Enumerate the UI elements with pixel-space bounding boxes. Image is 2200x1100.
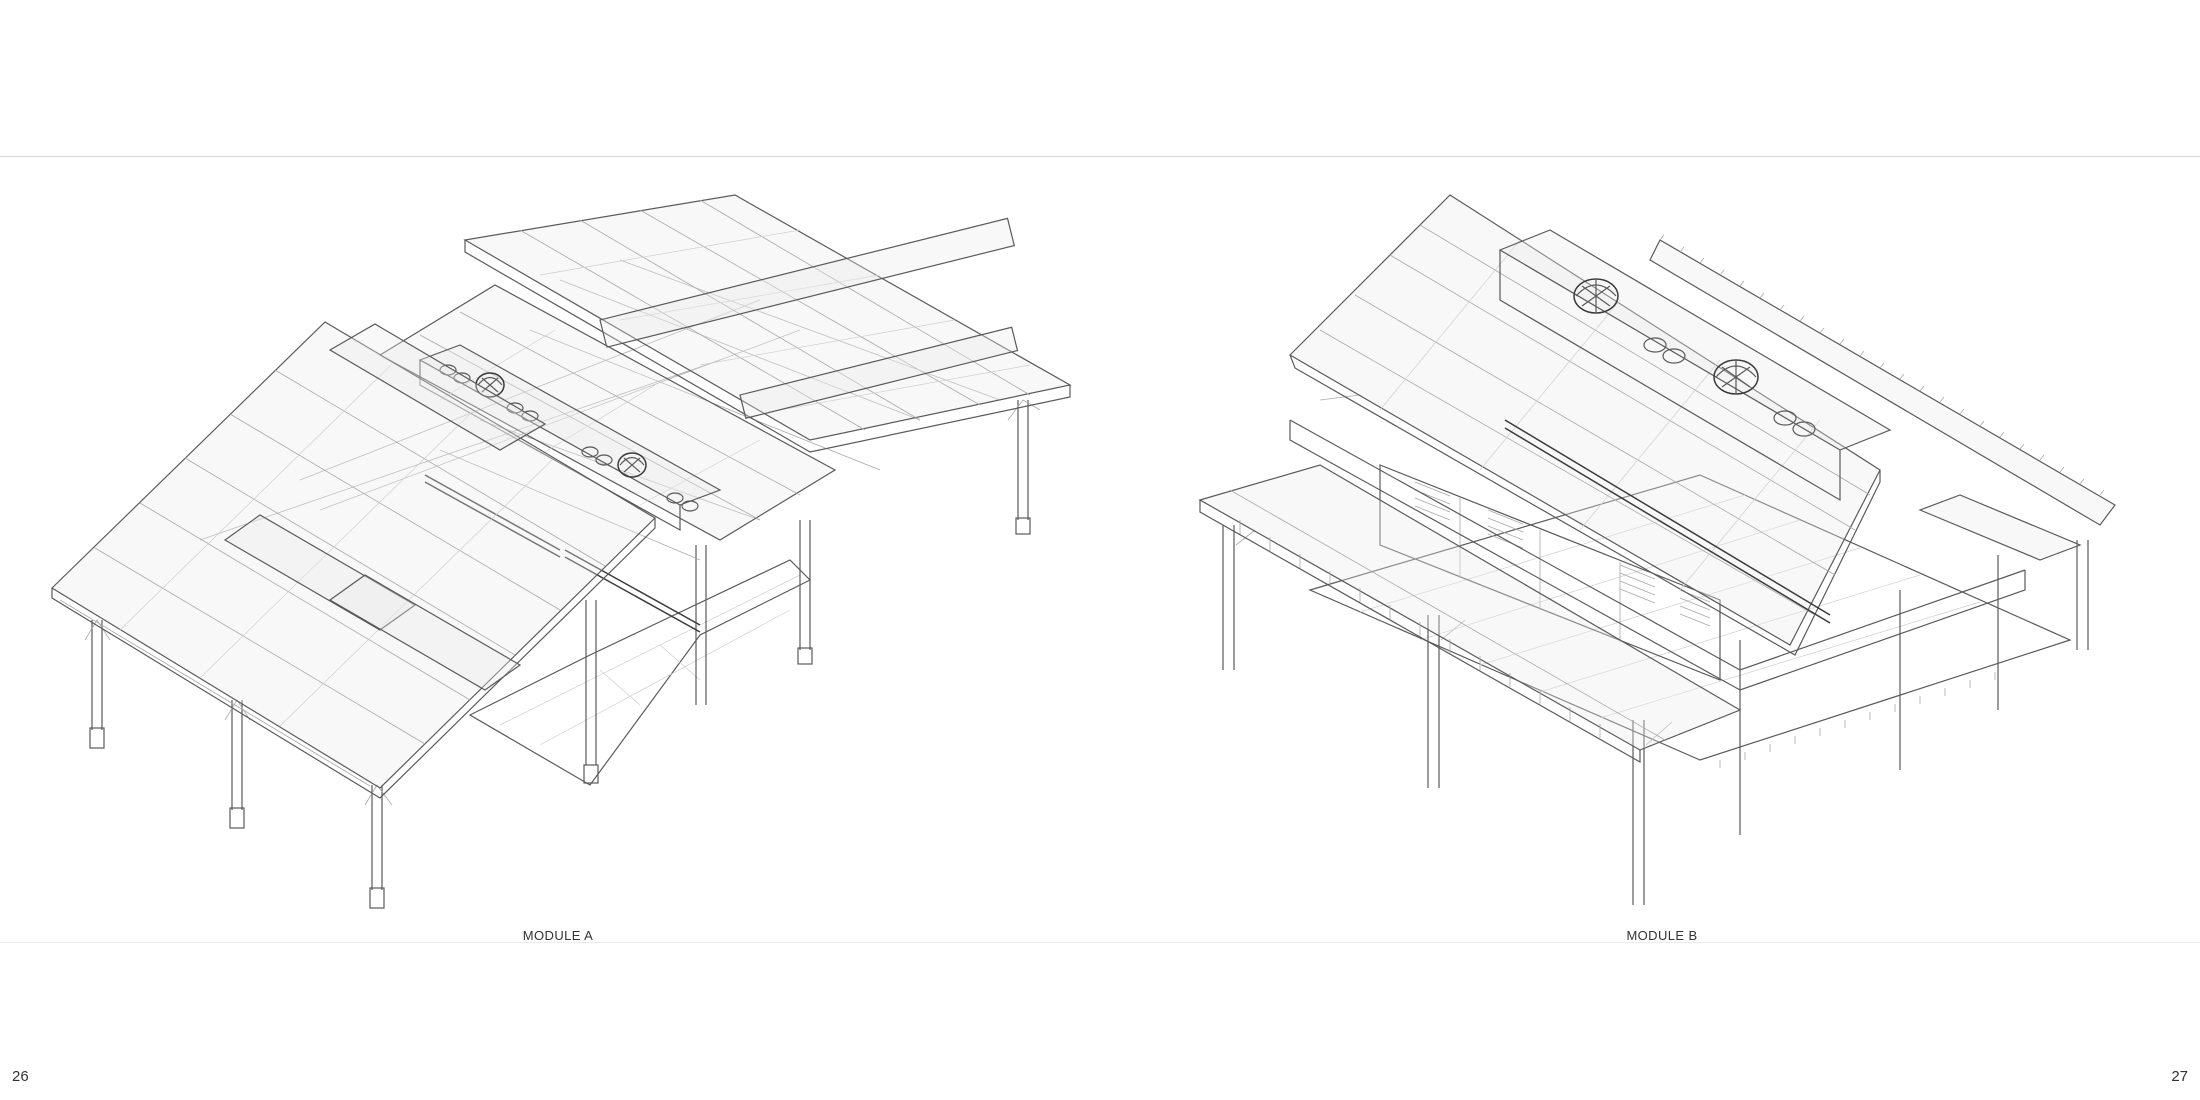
- module-b-right-roof: [1649, 234, 2116, 561]
- module-b-posts: [1222, 525, 2089, 905]
- module-b-walls: [1379, 464, 1721, 681]
- module-b-drawing: [1198, 194, 2116, 905]
- module-a-back-roof: [463, 194, 1072, 453]
- left-page-number: 26: [12, 1068, 29, 1085]
- module-a-front-roof: [51, 321, 656, 799]
- module-a-louvers: [424, 474, 701, 633]
- bottom-rule: [0, 942, 2200, 943]
- module-a-posts: [84, 399, 1041, 909]
- right-page-number: 27: [2171, 1068, 2188, 1085]
- module-a-caption: MODULE A: [522, 928, 594, 943]
- module-b-main-roof: [1289, 194, 1892, 656]
- module-b-lower-deck: [1308, 474, 2072, 768]
- module-a-drawing: [51, 194, 1072, 909]
- module-a-ridge-vents: [418, 344, 722, 532]
- module-b-caption: MODULE B: [1626, 928, 1698, 943]
- top-rule: [0, 156, 2200, 157]
- module-a-middle-roof: [378, 284, 837, 541]
- module-b-veranda: [1198, 394, 2026, 764]
